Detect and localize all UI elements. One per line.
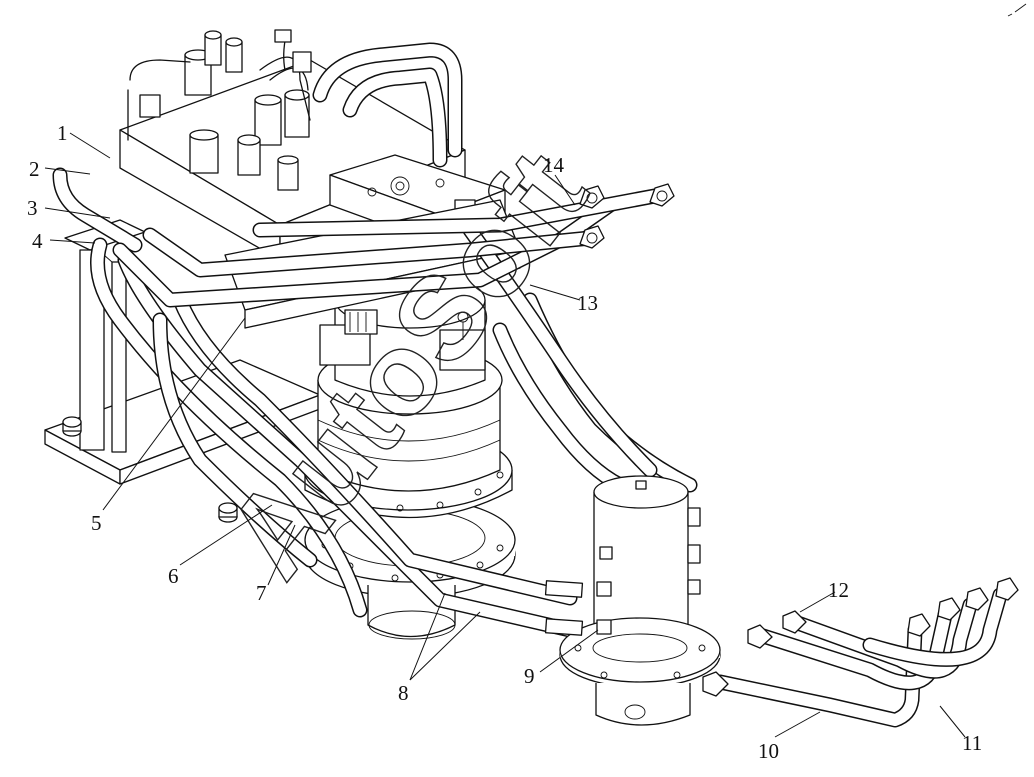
callout-1: 1 bbox=[57, 121, 68, 145]
rotary-joint bbox=[559, 475, 721, 726]
callout-4: 4 bbox=[32, 229, 43, 253]
corner-mark bbox=[1007, 3, 1027, 17]
tube-frame-13 bbox=[112, 187, 668, 308]
callout-2: 2 bbox=[29, 157, 40, 181]
callout-10: 10 bbox=[758, 739, 779, 763]
valve-cartridges bbox=[127, 29, 312, 191]
leader-lines bbox=[44, 132, 966, 738]
hoses-8 bbox=[544, 580, 584, 636]
callout-6: 6 bbox=[168, 564, 179, 588]
left-hoses bbox=[52, 167, 578, 638]
callout-7: 7 bbox=[256, 581, 267, 605]
callout-9: 9 bbox=[524, 664, 535, 688]
bolt-head bbox=[62, 416, 82, 437]
callout-8: 8 bbox=[398, 681, 409, 705]
fitting-14 bbox=[579, 183, 675, 249]
upper-tube-loops bbox=[312, 42, 463, 168]
callout-labels: 1 2 3 4 5 6 7 8 9 10 11 12 13 14 bbox=[27, 121, 982, 763]
callout-3: 3 bbox=[27, 196, 38, 220]
callout-13: 13 bbox=[577, 291, 598, 315]
callout-5: 5 bbox=[91, 511, 102, 535]
callout-12: 12 bbox=[828, 578, 849, 602]
bolt-head bbox=[218, 502, 238, 523]
callout-11: 11 bbox=[962, 731, 982, 755]
callout-14: 14 bbox=[543, 153, 565, 177]
tube-bundle bbox=[702, 577, 1019, 728]
